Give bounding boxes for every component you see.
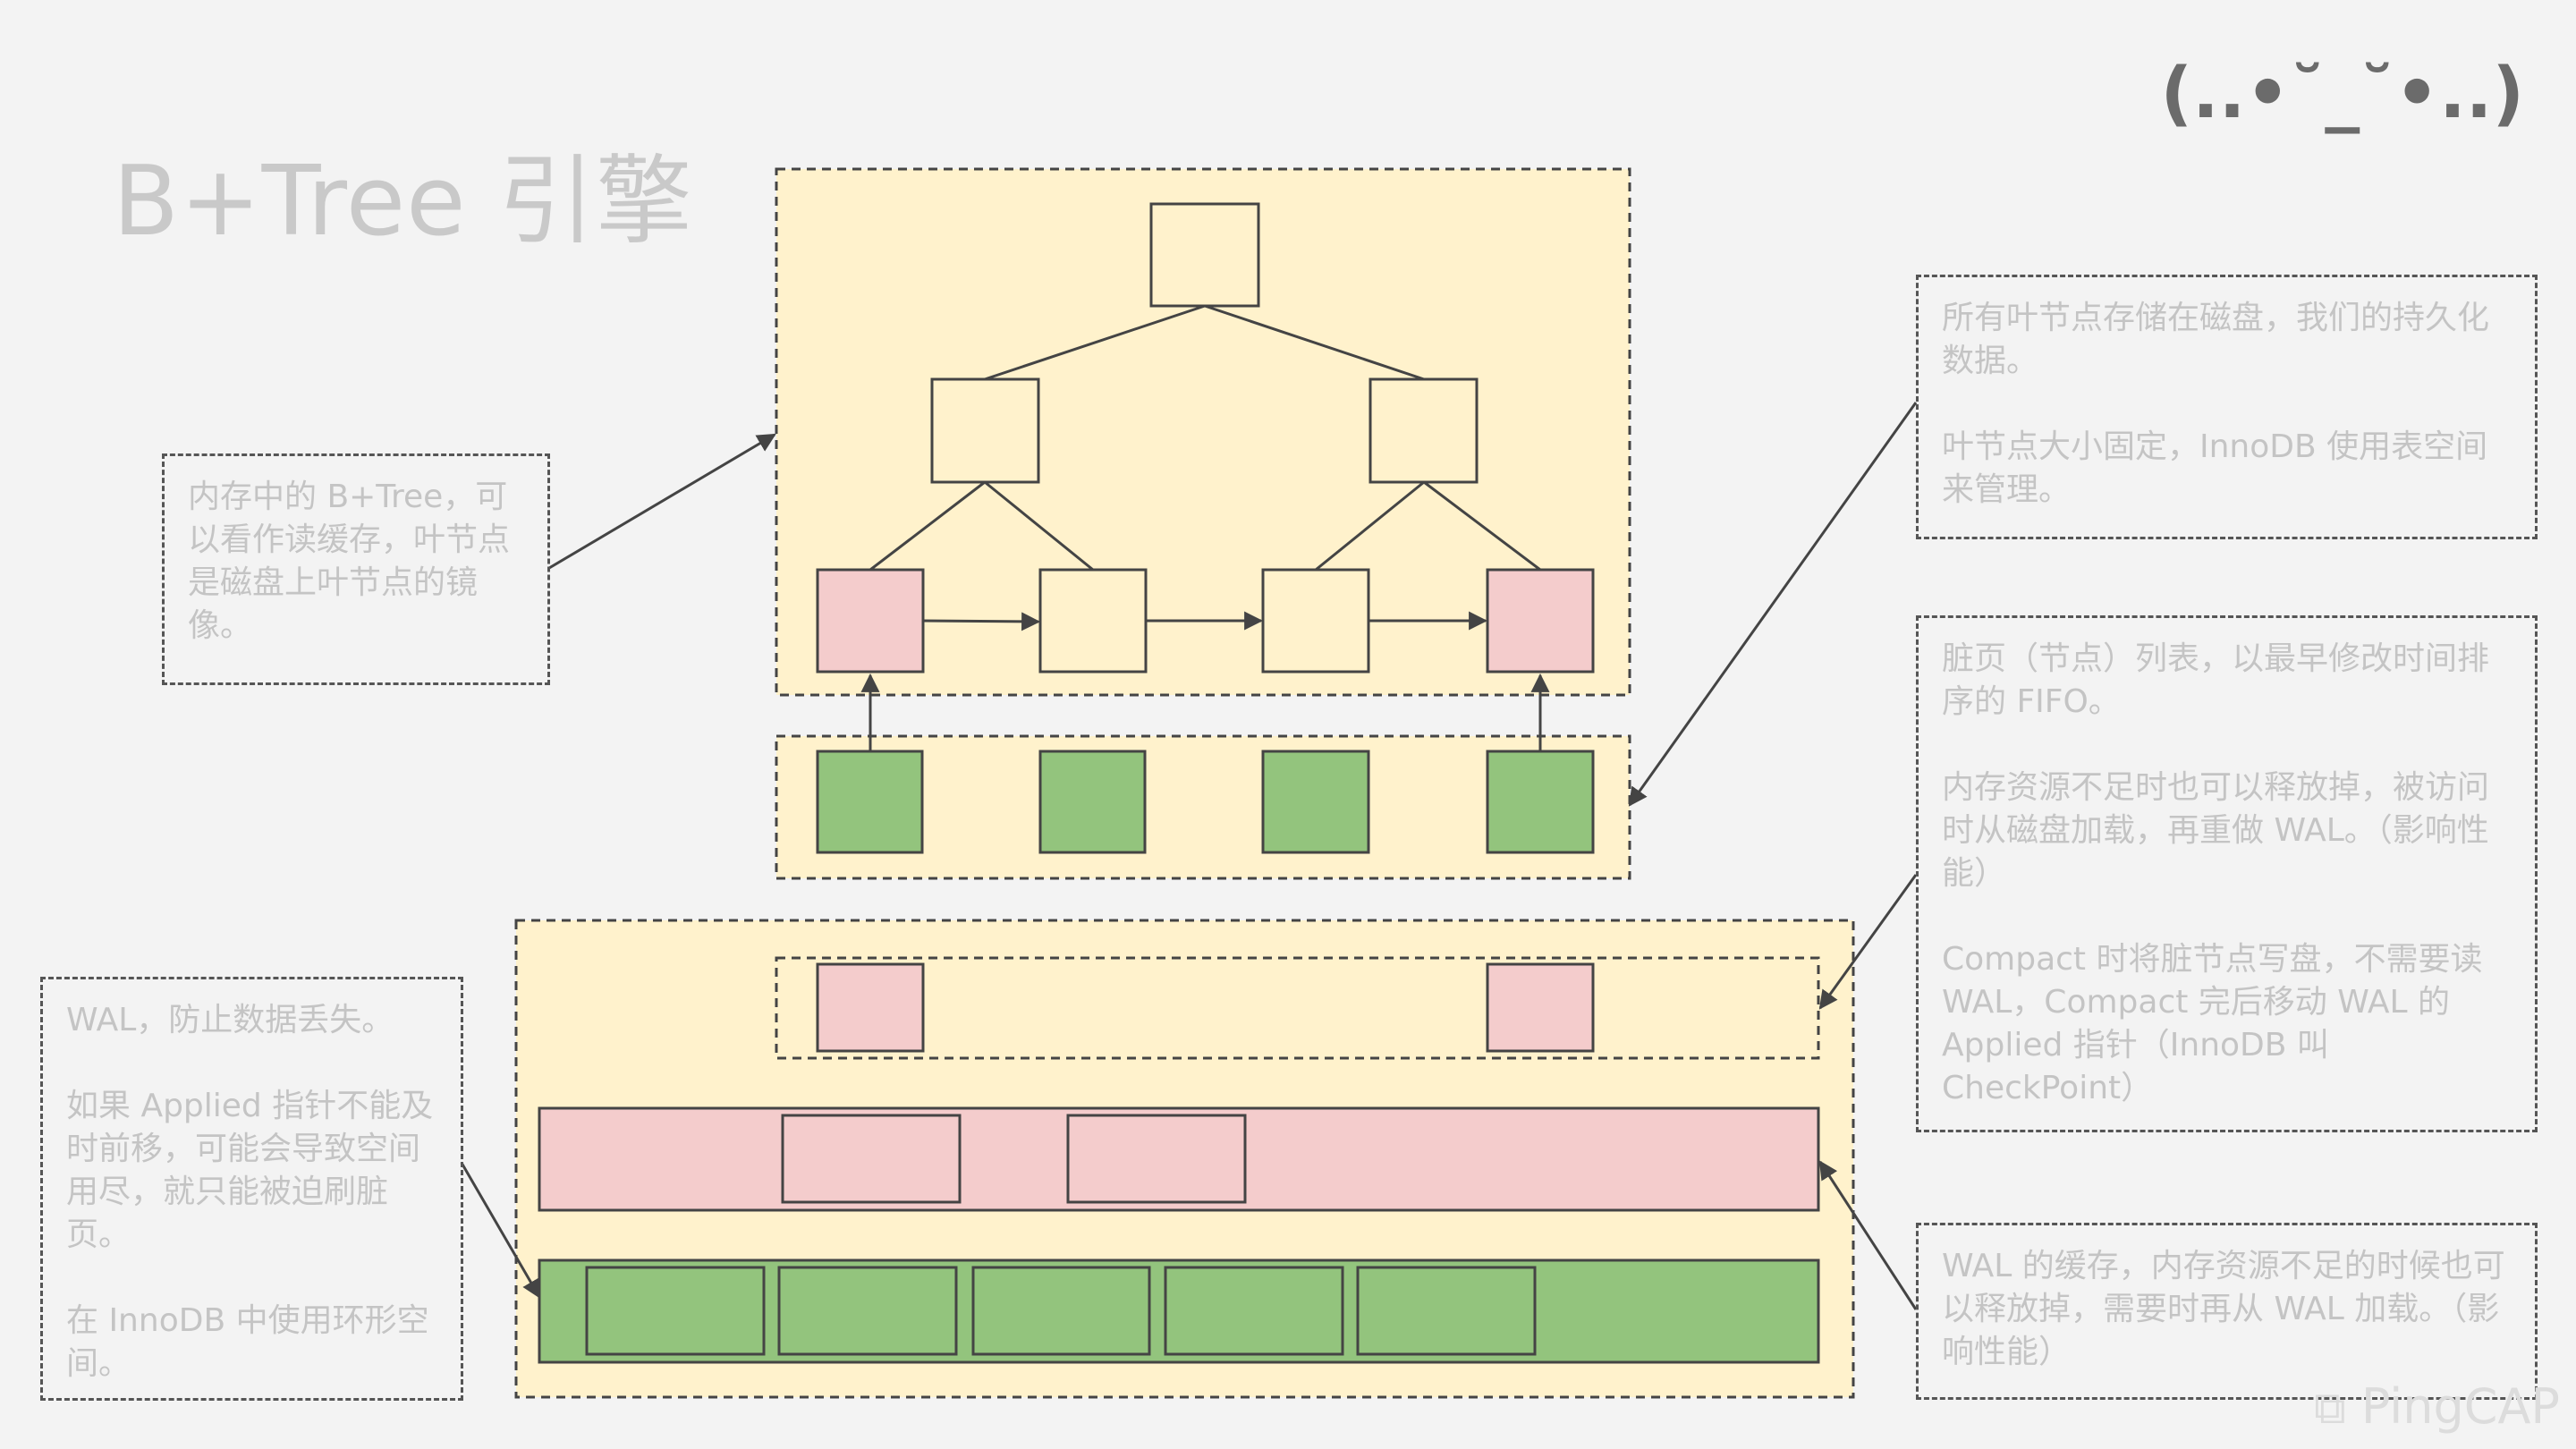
wal-cache-block — [781, 1114, 962, 1204]
tree-edge — [1204, 304, 1425, 381]
note-paragraph: WAL 的缓存，内存资源不足的时候也可以释放掉，需要时再从 WAL 加载。（影响… — [1942, 1248, 2505, 1370]
tree-inner-node-left — [930, 377, 1040, 484]
tree-leaf-dirty-1 — [816, 568, 925, 674]
tree-leaf-2 — [1038, 568, 1148, 674]
note-paragraph: 脏页（节点）列表，以最早修改时间排序的 FIFO。 — [1942, 640, 2490, 720]
note-paragraph: 如果 Applied 指针不能及时前移，可能会导致空间用尽，就只能被迫刷脏页。 — [66, 1088, 434, 1253]
tree-edge — [869, 480, 986, 572]
tree-leaf-dirty-4 — [1486, 568, 1595, 674]
note-arrow-dirty-list — [1818, 874, 1918, 1010]
wal-segment — [777, 1266, 958, 1356]
dirty-list-item — [1486, 962, 1595, 1053]
note-paragraph: 内存中的 B+Tree，可以看作读缓存，叶节点是磁盘上叶节点的镜像。 — [188, 479, 511, 644]
note-arrow-wal-cache — [1818, 1160, 1918, 1310]
note-arrow-leaf-disk — [1628, 402, 1918, 807]
note-arrow-btree — [548, 433, 776, 570]
logo-text: PingCAP — [2360, 1378, 2560, 1435]
pingcap-logo: ⧉ PingCAP — [2314, 1383, 2560, 1431]
note-wal: WAL，防止数据丢失。 如果 Applied 指针不能及时前移，可能会导致空间用… — [40, 977, 463, 1401]
tree-edge — [984, 480, 1094, 572]
slide-title: B+Tree 引擎 — [113, 146, 693, 258]
wal-cache-block — [1066, 1114, 1247, 1204]
tree-root-node — [1149, 202, 1260, 308]
dirty-list-panel — [775, 956, 1820, 1060]
disk-leaf-4 — [1486, 750, 1595, 854]
note-leaf-disk: 所有叶节点存储在磁盘，我们的持久化数据。 叶节点大小固定，InnoDB 使用表空… — [1916, 275, 2538, 539]
tree-inner-node-right — [1368, 377, 1479, 484]
tree-leaf-3 — [1261, 568, 1370, 674]
disk-leaf-3 — [1261, 750, 1370, 854]
disk-leaf-1 — [816, 750, 924, 854]
note-paragraph: 内存资源不足时也可以释放掉，被访问时从磁盘加载，再重做 WAL。（影响性能） — [1942, 769, 2490, 892]
disk-leaf-2 — [1038, 750, 1147, 854]
leaf-link-arrow — [922, 612, 1041, 631]
note-arrow-wal — [460, 1162, 541, 1299]
wal-segment — [585, 1266, 766, 1356]
note-paragraph: 所有叶节点存储在磁盘，我们的持久化数据。 — [1942, 300, 2490, 379]
wal-segment — [971, 1266, 1151, 1356]
note-paragraph: WAL，防止数据丢失。 — [66, 1002, 394, 1038]
note-paragraph: 叶节点大小固定，InnoDB 使用表空间来管理。 — [1942, 428, 2488, 508]
wal-segment — [1164, 1266, 1344, 1356]
note-paragraph: Compact 时将脏节点写盘，不需要读 WAL，Compact 完后移动 WA… — [1942, 941, 2483, 1106]
emoticon: (..•˘_˘•..) — [2160, 54, 2524, 134]
tree-edge — [1423, 480, 1541, 572]
tree-edge — [984, 304, 1206, 381]
note-btree-memory: 内存中的 B+Tree，可以看作读缓存，叶节点是磁盘上叶节点的镜像。 — [162, 453, 550, 685]
pingcap-logo-icon: ⧉ — [2314, 1382, 2346, 1434]
note-wal-cache: WAL 的缓存，内存资源不足的时候也可以释放掉，需要时再从 WAL 加载。（影响… — [1916, 1223, 2538, 1400]
note-paragraph: 在 InnoDB 中使用环形空间。 — [66, 1302, 429, 1382]
wal-segment — [1356, 1266, 1537, 1356]
tree-edge — [1315, 480, 1425, 572]
dirty-list-item — [816, 962, 925, 1053]
note-dirty-pages: 脏页（节点）列表，以最早修改时间排序的 FIFO。 内存资源不足时也可以释放掉，… — [1916, 615, 2538, 1132]
